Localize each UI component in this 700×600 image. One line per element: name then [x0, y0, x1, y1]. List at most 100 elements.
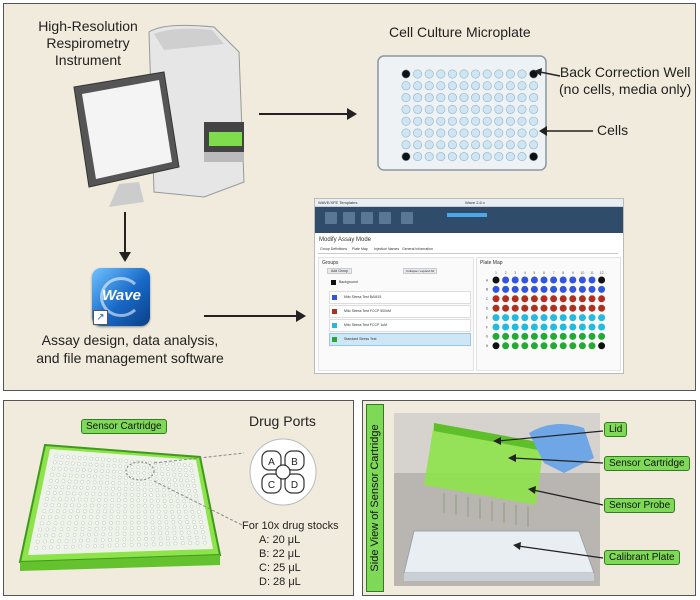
plate-map-well[interactable]: [588, 276, 596, 284]
group-row-standard[interactable]: Standard Stress Test: [329, 333, 471, 346]
plate-map-well[interactable]: [588, 323, 596, 331]
plate-map-well[interactable]: [540, 285, 548, 293]
plate-map-well[interactable]: [598, 314, 606, 322]
plate-map-well[interactable]: [559, 295, 567, 303]
plate-map-well[interactable]: [578, 332, 586, 340]
plate-map-well[interactable]: [521, 323, 529, 331]
plate-map-well[interactable]: [569, 342, 577, 350]
plate-map-well[interactable]: [492, 276, 500, 284]
ribbon-button[interactable]: [325, 212, 337, 224]
plate-map-well[interactable]: [530, 285, 538, 293]
group-row-background[interactable]: Background: [329, 277, 469, 288]
plate-map-well[interactable]: [578, 342, 586, 350]
tab-group-definitions[interactable]: Group Definitions: [320, 247, 348, 251]
plate-map-well[interactable]: [502, 285, 510, 293]
plate-map-well[interactable]: [569, 285, 577, 293]
group-row-bam15[interactable]: Mito Stress Test BAM15: [329, 291, 471, 304]
plate-map-well[interactable]: [578, 276, 586, 284]
tab-injection-names[interactable]: Injection Names: [374, 247, 400, 251]
plate-map-well[interactable]: [598, 304, 606, 312]
plate-map-well[interactable]: [530, 323, 538, 331]
plate-map-well[interactable]: [492, 314, 500, 322]
plate-map-well[interactable]: [530, 314, 538, 322]
plate-map-well[interactable]: [521, 314, 529, 322]
plate-map-well[interactable]: [502, 314, 510, 322]
plate-map-well[interactable]: [588, 295, 596, 303]
wave-software-icon[interactable]: Wave ↗: [92, 268, 150, 326]
plate-map-well[interactable]: [511, 323, 519, 331]
group-row-fccp-1um[interactable]: Mito Stress Test FCCP 1uM: [329, 319, 471, 332]
plate-map-well[interactable]: [559, 304, 567, 312]
plate-map-well[interactable]: [598, 295, 606, 303]
plate-map-well[interactable]: [502, 332, 510, 340]
plate-map-well[interactable]: [492, 342, 500, 350]
ribbon-field[interactable]: [447, 213, 487, 217]
plate-map-well[interactable]: [598, 332, 606, 340]
ribbon-button[interactable]: [379, 212, 391, 224]
plate-map-well[interactable]: [530, 276, 538, 284]
ribbon-button[interactable]: [361, 212, 373, 224]
plate-map-well[interactable]: [569, 276, 577, 284]
plate-map-well[interactable]: [588, 332, 596, 340]
plate-map-well[interactable]: [530, 304, 538, 312]
plate-map-well[interactable]: [569, 304, 577, 312]
plate-map-well[interactable]: [521, 276, 529, 284]
plate-map-well[interactable]: [540, 323, 548, 331]
plate-map-well[interactable]: [511, 342, 519, 350]
plate-map-well[interactable]: [559, 323, 567, 331]
plate-map-well[interactable]: [588, 314, 596, 322]
plate-map-well[interactable]: [550, 285, 558, 293]
plate-map-well[interactable]: [511, 304, 519, 312]
plate-map-well[interactable]: [588, 304, 596, 312]
add-group-button[interactable]: Add Group: [327, 268, 352, 274]
plate-map-well[interactable]: [492, 323, 500, 331]
plate-map-well[interactable]: [492, 332, 500, 340]
plate-map-well[interactable]: [550, 314, 558, 322]
plate-map-well[interactable]: [540, 295, 548, 303]
plate-map-well[interactable]: [569, 314, 577, 322]
plate-map-well[interactable]: [559, 332, 567, 340]
plate-map-well[interactable]: [540, 332, 548, 340]
tab-plate-map[interactable]: Plate Map: [352, 247, 368, 251]
plate-map-well[interactable]: [492, 295, 500, 303]
plate-map-well[interactable]: [578, 285, 586, 293]
plate-map-well[interactable]: [598, 323, 606, 331]
plate-map-well[interactable]: [578, 314, 586, 322]
plate-map-well[interactable]: [559, 276, 567, 284]
plate-map-well[interactable]: [550, 295, 558, 303]
ribbon-button[interactable]: [401, 212, 413, 224]
plate-map-well[interactable]: [598, 276, 606, 284]
plate-map-well[interactable]: [559, 314, 567, 322]
ribbon-button[interactable]: [343, 212, 355, 224]
plate-map-well[interactable]: [511, 285, 519, 293]
plate-map-well[interactable]: [550, 276, 558, 284]
plate-map-well[interactable]: [511, 314, 519, 322]
plate-map-well[interactable]: [521, 304, 529, 312]
plate-map-well[interactable]: [521, 295, 529, 303]
plate-map-well[interactable]: [502, 276, 510, 284]
plate-map-well[interactable]: [502, 304, 510, 312]
plate-map-well[interactable]: [521, 342, 529, 350]
plate-map-well[interactable]: [540, 314, 548, 322]
plate-map-well[interactable]: [502, 295, 510, 303]
plate-map-well[interactable]: [578, 304, 586, 312]
plate-map-well[interactable]: [521, 285, 529, 293]
plate-map-well[interactable]: [492, 304, 500, 312]
tab-general-information[interactable]: General Information: [402, 247, 433, 251]
plate-map-well[interactable]: [521, 332, 529, 340]
plate-map-well[interactable]: [540, 304, 548, 312]
collapse-all-button[interactable]: Collapse / expand All: [403, 268, 438, 274]
plate-map-well[interactable]: [588, 285, 596, 293]
plate-map-well[interactable]: [492, 285, 500, 293]
plate-map-well[interactable]: [569, 295, 577, 303]
plate-map-well[interactable]: [569, 323, 577, 331]
plate-map-well[interactable]: [598, 285, 606, 293]
group-row-fccp-500nm[interactable]: Mito Stress Test FCCP 500nM: [329, 305, 471, 318]
plate-map-well[interactable]: [502, 323, 510, 331]
plate-map-well[interactable]: [569, 332, 577, 340]
plate-map-well[interactable]: [540, 276, 548, 284]
plate-map-well[interactable]: [559, 342, 567, 350]
plate-map-well[interactable]: [530, 332, 538, 340]
plate-map-well[interactable]: [540, 342, 548, 350]
